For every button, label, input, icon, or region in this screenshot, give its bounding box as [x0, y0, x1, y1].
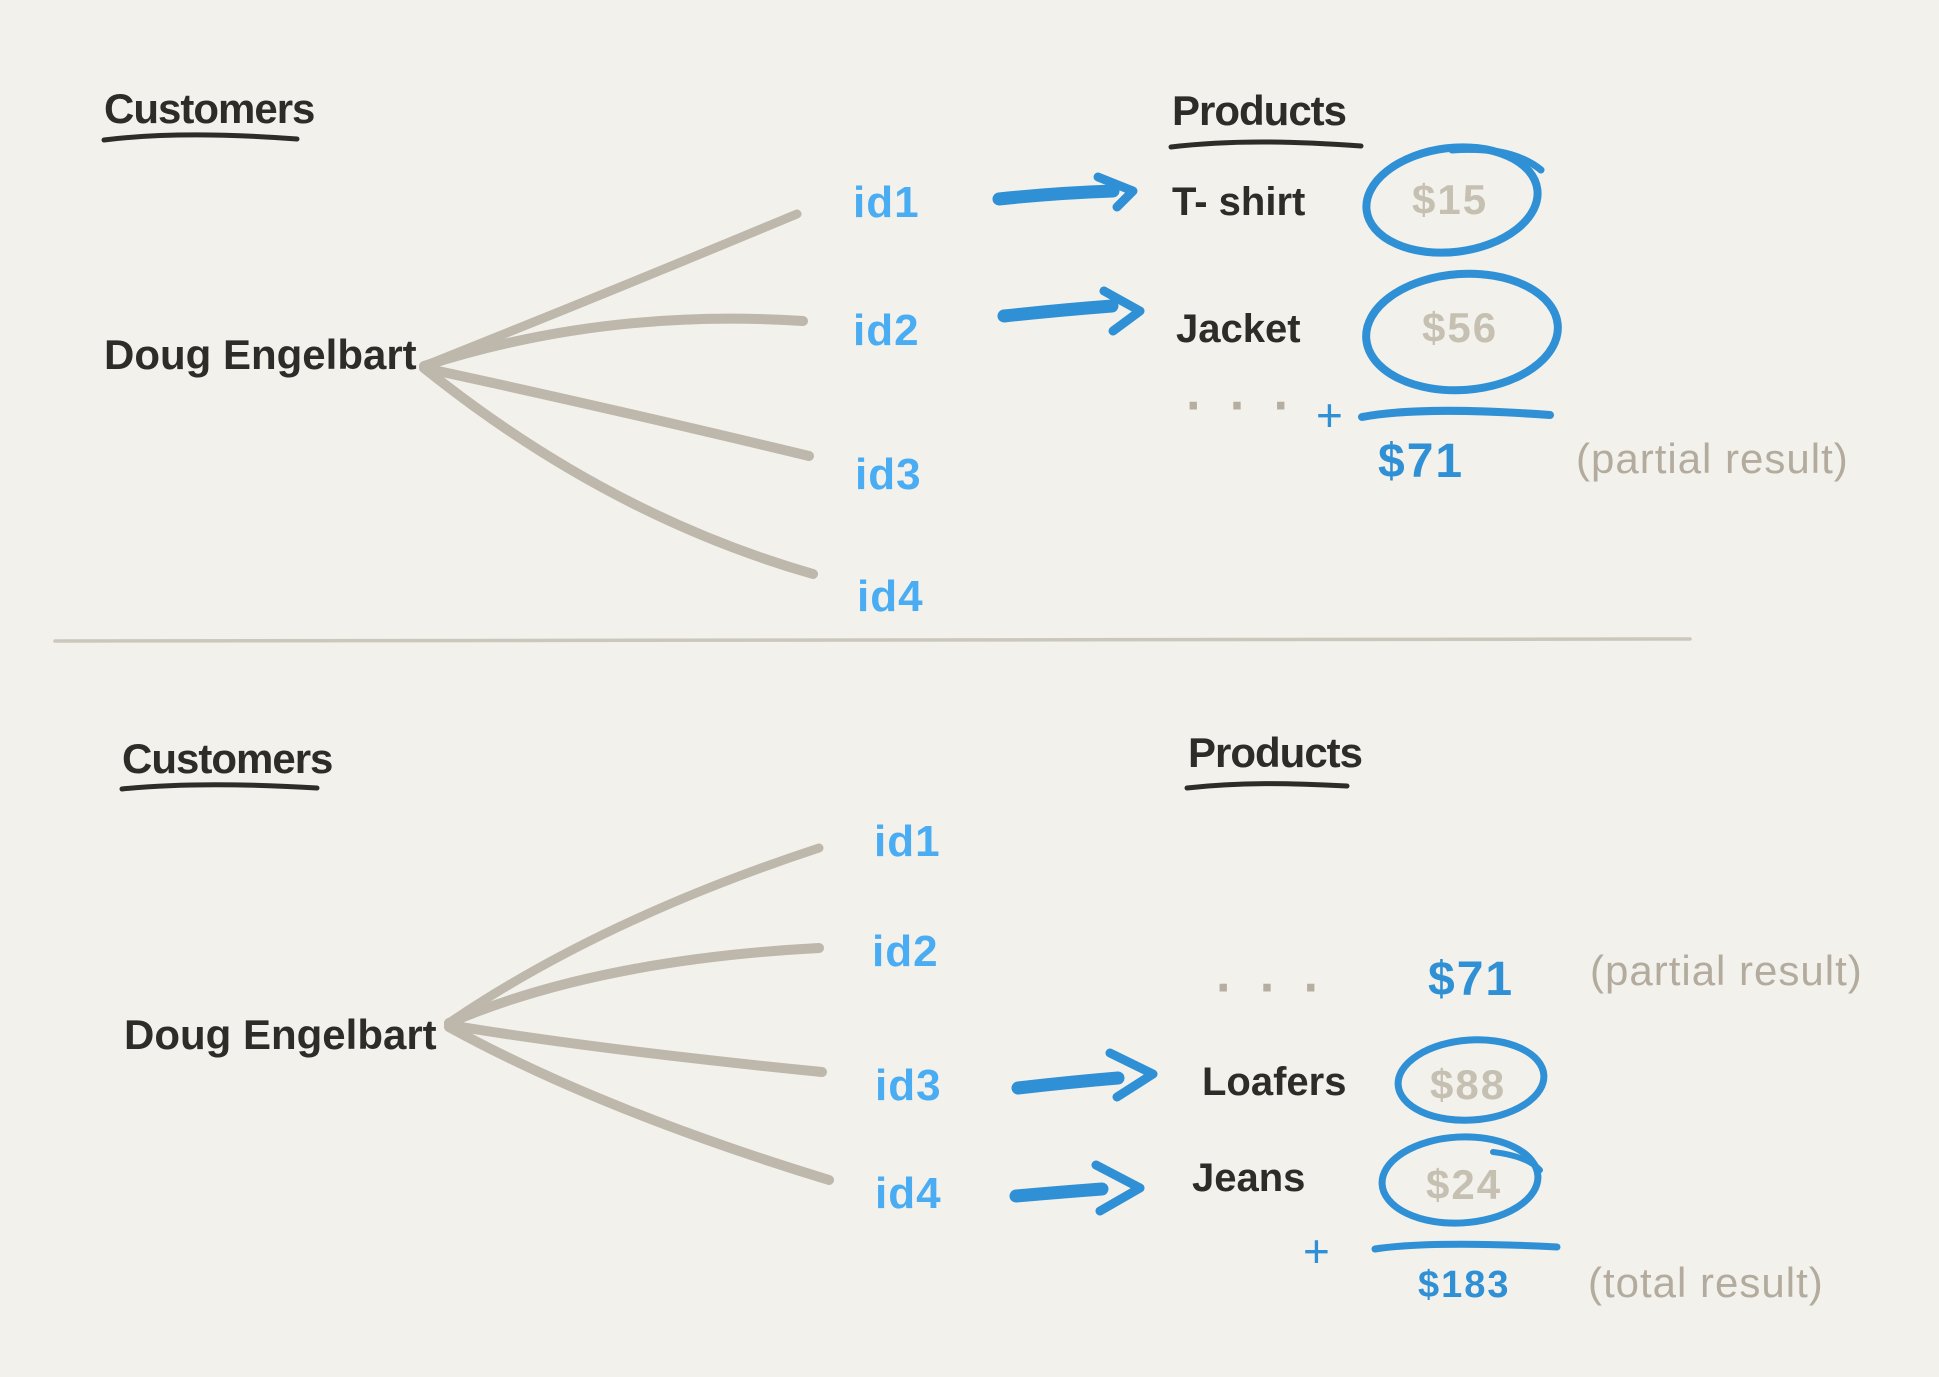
bottom-partial-result-note: (partial result)	[1590, 947, 1863, 994]
fan-line	[419, 313, 808, 371]
total-result-note: (total result)	[1588, 1259, 1824, 1306]
bottom-plus-sign: +	[1303, 1225, 1330, 1277]
bottom-customers-heading: Customers	[122, 735, 333, 782]
top-products-heading: Products	[1172, 87, 1347, 134]
fan-line	[444, 1020, 827, 1077]
top-products-underline	[1168, 139, 1364, 150]
bottom-customers-underline	[119, 782, 320, 792]
top-id2-label: id2	[853, 306, 920, 355]
top-partial-sum-value: $71	[1378, 435, 1465, 488]
arrow-right-icon	[1011, 1048, 1158, 1102]
sum-line	[1371, 1240, 1561, 1253]
fan-line	[444, 843, 824, 1028]
bottom-partial-sum-value: $71	[1428, 953, 1515, 1006]
bottom-product-1-label: Loafers	[1202, 1060, 1347, 1104]
top-customers-heading: Customers	[104, 85, 315, 132]
arrow-right-icon	[992, 172, 1138, 212]
price-circle	[1378, 1133, 1543, 1227]
bottom-id2-label: id2	[872, 927, 939, 976]
bottom-price-1-value: $88	[1430, 1061, 1507, 1108]
bottom-product-2-label: Jeans	[1192, 1156, 1306, 1200]
bottom-products-underline	[1184, 781, 1350, 791]
fan-line	[419, 363, 814, 461]
fan-line	[419, 209, 802, 371]
top-price-1-value: $15	[1412, 176, 1489, 223]
top-id1-label: id1	[853, 178, 920, 227]
divider-line	[53, 637, 1692, 643]
fan-line	[444, 1022, 834, 1185]
bottom-id1-label: id1	[874, 817, 941, 866]
bottom-products-heading: Products	[1188, 729, 1363, 776]
bottom-ellipsis: · · ·	[1216, 959, 1327, 1017]
top-id4-label: id4	[857, 572, 924, 621]
price-circle	[1362, 269, 1562, 395]
fan-line	[419, 363, 818, 579]
top-customer-label: Doug Engelbart	[104, 331, 417, 378]
top-customers-underline	[101, 132, 300, 143]
top-price-2-value: $56	[1422, 304, 1499, 351]
fan-line	[444, 943, 824, 1028]
bottom-id3-label: id3	[875, 1061, 942, 1110]
top-partial-result-note: (partial result)	[1576, 435, 1849, 482]
bottom-id4-label: id4	[875, 1169, 942, 1218]
bottom-price-2-value: $24	[1426, 1161, 1503, 1208]
sum-line	[1358, 406, 1554, 421]
total-sum-value: $183	[1418, 1264, 1511, 1306]
arrow-right-icon	[1009, 1160, 1145, 1216]
bottom-customer-label: Doug Engelbart	[124, 1011, 437, 1058]
top-product-1-label: T- shirt	[1172, 180, 1306, 224]
price-circle	[1362, 143, 1545, 257]
top-ellipsis: · · ·	[1186, 377, 1297, 435]
top-plus-sign: +	[1316, 389, 1343, 441]
top-id3-label: id3	[855, 450, 922, 499]
arrow-right-icon	[997, 286, 1145, 336]
top-product-2-label: Jacket	[1176, 307, 1301, 351]
price-circle	[1394, 1036, 1548, 1124]
